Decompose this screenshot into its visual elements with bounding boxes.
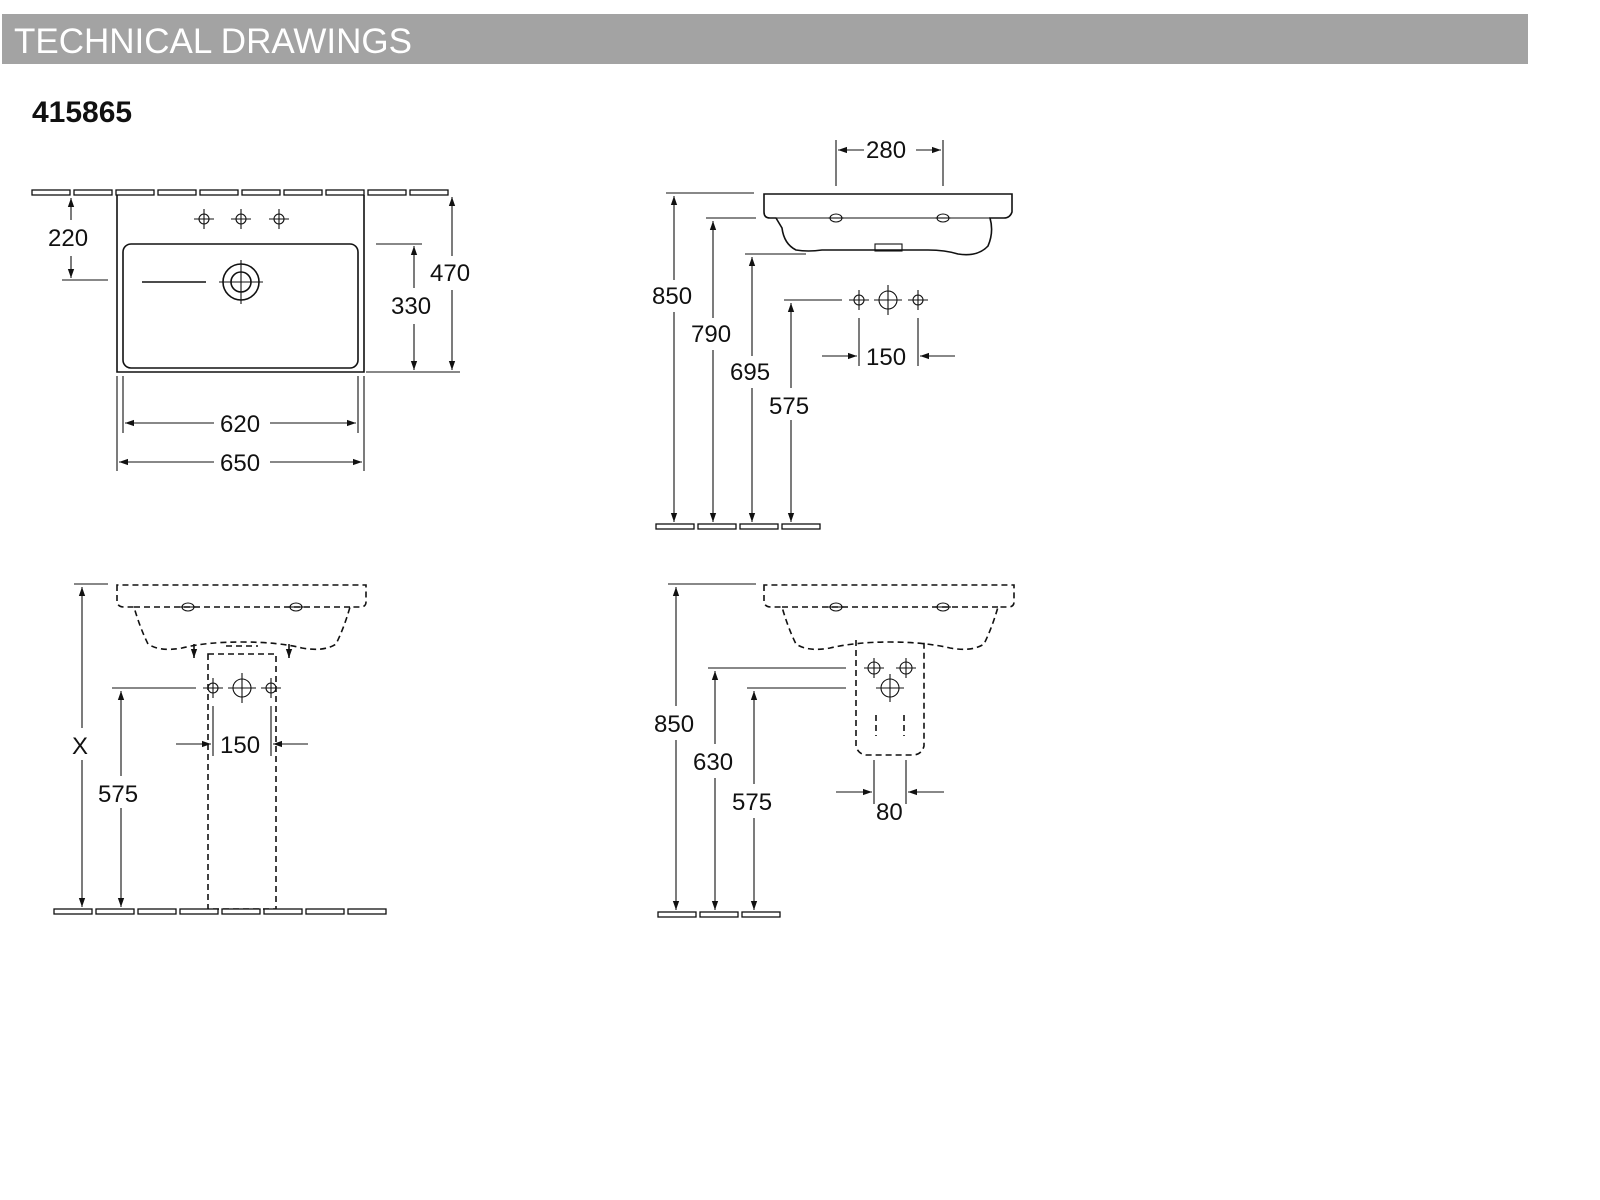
dim-150-side: 150	[866, 344, 906, 371]
side-view: 280	[652, 137, 1013, 530]
semi-tap-hole-left	[828, 602, 844, 612]
semi-pedestal-outline	[855, 640, 925, 756]
tap-hole-center	[231, 209, 251, 229]
dim-330: 330	[391, 293, 431, 320]
semi-pedestal-view: 80 850 630 575	[654, 583, 1015, 918]
dim-80: 80	[876, 799, 903, 826]
side-connection-left	[849, 290, 869, 310]
dim-280: 280	[866, 137, 906, 164]
semi-connection-top-right	[896, 658, 916, 678]
product-code: 415865	[32, 96, 133, 129]
pedestal-tap-hole-right	[288, 602, 304, 612]
pedestal-connection-right	[261, 678, 281, 698]
dim-x: X	[72, 733, 88, 760]
bowl-outline	[122, 243, 359, 369]
dim-850-side: 850	[652, 283, 692, 310]
wall-line	[31, 189, 449, 196]
pedestal-tap-hole-left	[180, 602, 196, 612]
floor-line-side	[655, 523, 821, 530]
dim-575-pedestal: 575	[98, 781, 138, 808]
pedestal-basin-outline	[116, 584, 367, 651]
tap-hole-right	[269, 209, 289, 229]
basin-outline	[116, 195, 365, 373]
top-view: 220 330 470 620 650	[31, 189, 470, 477]
semi-tap-hole-right	[935, 602, 951, 612]
dim-470: 470	[430, 260, 470, 287]
header-title: TECHNICAL DRAWINGS	[14, 22, 412, 61]
dim-575-side: 575	[769, 393, 809, 420]
pedestal-connection-left	[203, 678, 223, 698]
dim-790: 790	[691, 321, 731, 348]
dim-620: 620	[220, 411, 260, 438]
semi-basin-outline	[763, 584, 1015, 651]
tap-hole-left	[194, 209, 214, 229]
dim-650: 650	[220, 450, 260, 477]
side-tap-hole-right	[935, 213, 951, 223]
side-connection-right	[908, 290, 928, 310]
dim-220: 220	[48, 225, 88, 252]
pedestal-view: 150 X 575	[53, 583, 387, 915]
dim-575-semi: 575	[732, 789, 772, 816]
floor-line-semi	[657, 911, 781, 918]
pedestal-connection-center	[228, 673, 256, 703]
semi-connection-top-left	[864, 658, 884, 678]
header-bar: TECHNICAL DRAWINGS	[2, 14, 1528, 64]
side-connection-center	[874, 285, 902, 315]
dim-850-semi: 850	[654, 711, 694, 738]
dim-695: 695	[730, 359, 770, 386]
drain	[142, 260, 263, 304]
semi-connection-drain	[876, 674, 904, 702]
dim-150-pedestal: 150	[220, 732, 260, 759]
basin-section	[763, 193, 1013, 256]
side-tap-hole-left	[828, 213, 844, 223]
floor-line-pedestal	[53, 908, 387, 915]
dim-630: 630	[693, 749, 733, 776]
